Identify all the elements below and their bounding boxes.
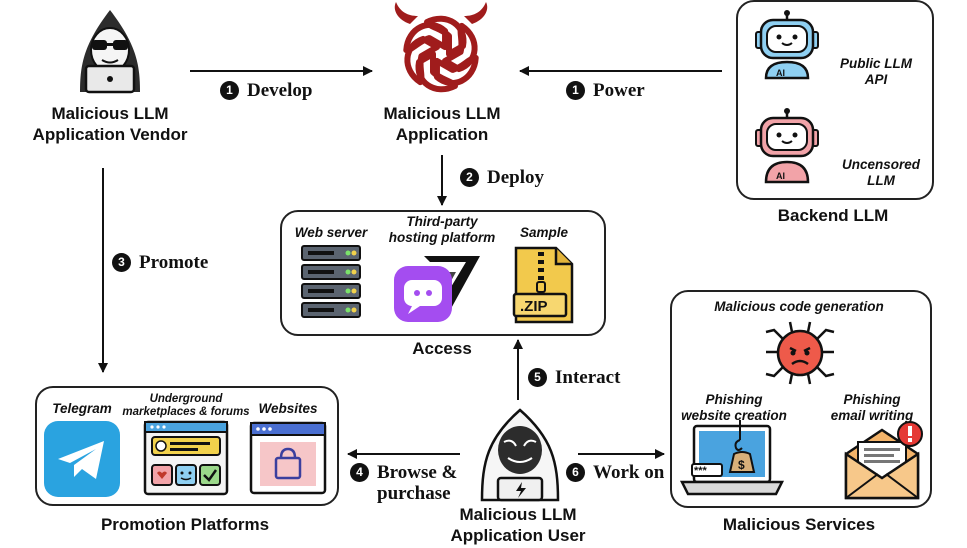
virus-bug-icon	[765, 321, 835, 385]
code-generation-label: Malicious code generation	[714, 299, 884, 314]
step-number: 5	[528, 368, 547, 387]
websites-label: Websites	[258, 401, 318, 416]
telegram-icon	[44, 421, 120, 497]
step-number: 1	[220, 81, 239, 100]
phishing-laptop-icon: *** $	[679, 420, 785, 496]
step-number: 1	[566, 81, 585, 100]
step-number: 4	[350, 463, 369, 482]
phishing-email-icon	[844, 421, 923, 500]
hacker-user-icon	[480, 408, 560, 502]
zip-file-icon: .ZIP	[512, 246, 574, 324]
zip-label: .ZIP	[520, 298, 548, 315]
public-llm-robot-icon: AI	[755, 10, 819, 80]
hosting-platform-icon	[394, 256, 480, 322]
backend-llm-title: Backend LLM	[777, 206, 889, 225]
telegram-label: Telegram	[52, 401, 112, 416]
web-server-icon	[301, 245, 361, 318]
svg-text:$: $	[738, 458, 745, 472]
uncensored-llm-robot-icon: AI	[755, 108, 819, 184]
step-number: 2	[460, 168, 479, 187]
sample-label: Sample	[519, 225, 569, 240]
malicious-services-title: Malicious Services	[722, 515, 876, 534]
malicious-openai-logo-icon	[394, 2, 488, 93]
promotion-platforms-title: Promotion Platforms	[100, 515, 270, 534]
website-shop-icon	[249, 421, 327, 495]
step-number: 6	[566, 463, 585, 482]
hacker-vendor-icon	[80, 10, 140, 94]
robot-badge-text: AI	[776, 68, 785, 78]
password-mask-text: ***	[694, 465, 708, 477]
web-server-label: Web server	[294, 225, 368, 240]
step-number: 3	[112, 253, 131, 272]
robot-badge-text: AI	[776, 171, 785, 181]
access-title: Access	[412, 339, 472, 358]
forum-marketplace-icon	[143, 420, 229, 496]
